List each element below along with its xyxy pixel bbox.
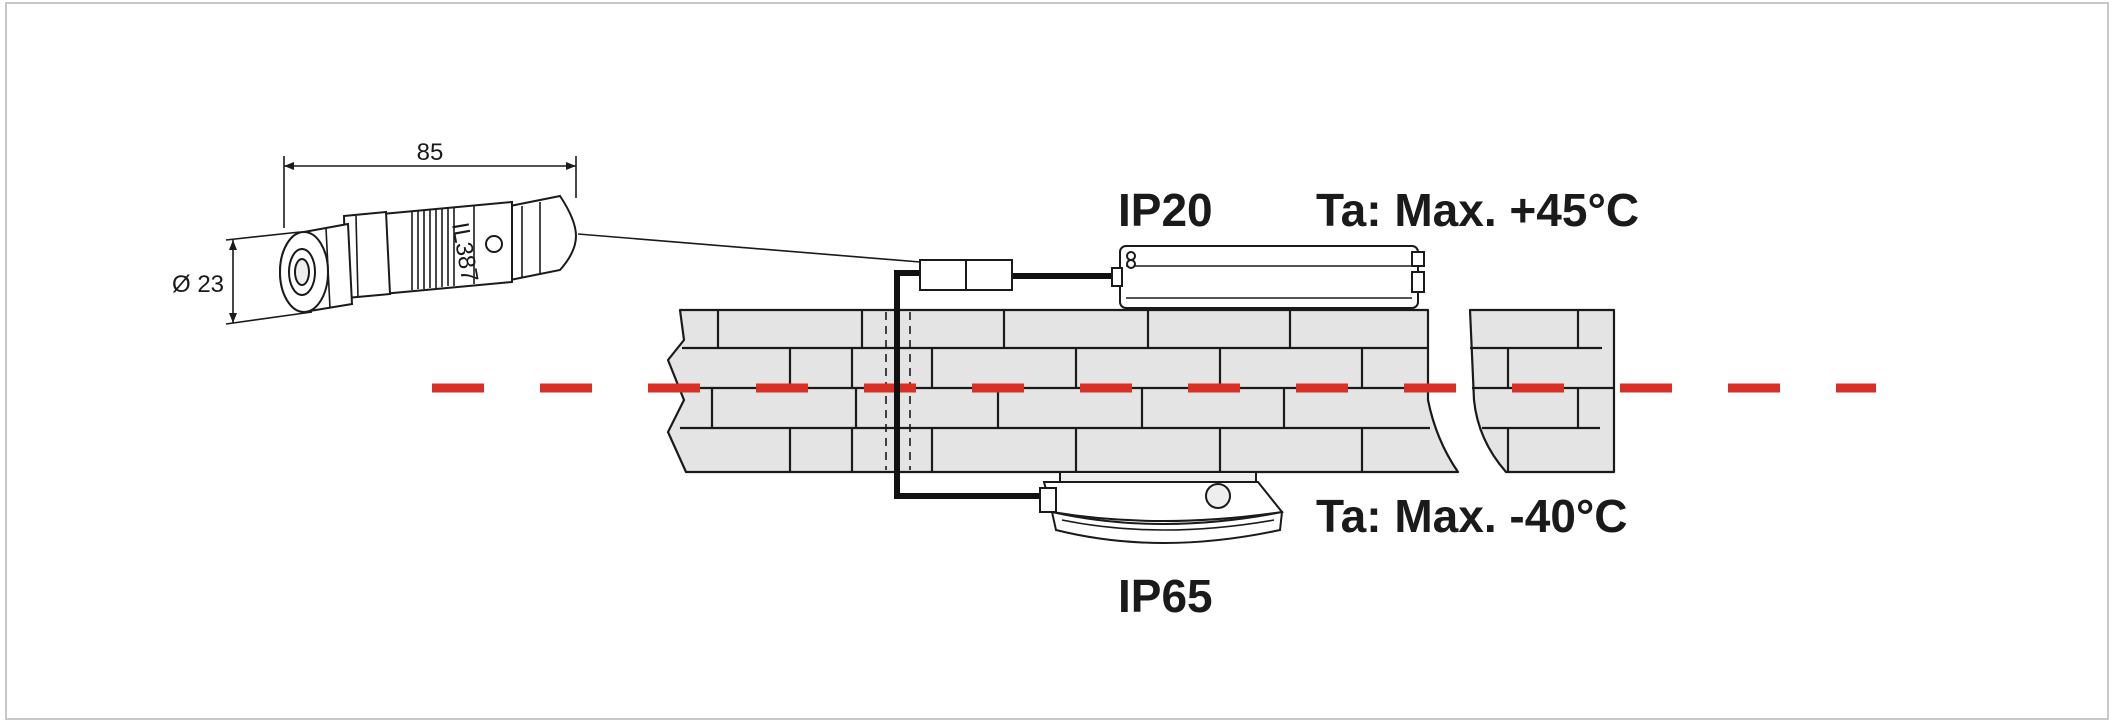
ip-outdoor-label: IP65 — [1118, 570, 1213, 622]
ip-indoor-label: IP20 — [1118, 184, 1213, 236]
dimension-diameter-label: Ø 23 — [172, 271, 224, 298]
temp-indoor-label: Ta: Max. +45°C — [1316, 184, 1639, 236]
inline-connector — [919, 259, 1013, 291]
knurl-pattern — [411, 208, 455, 290]
dimension-length: 85 — [283, 139, 577, 228]
frame-border — [5, 2, 2109, 720]
outdoor-housing-icon — [1039, 471, 1284, 544]
driver-box-icon — [1111, 245, 1425, 309]
temp-outdoor-label: Ta: Max. -40°C — [1316, 490, 1628, 542]
detail-leader-line — [577, 233, 921, 263]
connector-icon: IL387 — [279, 194, 578, 314]
dimension-diameter: Ø 23 — [172, 231, 313, 325]
dimension-length-label: 85 — [417, 139, 444, 166]
cable — [894, 270, 1120, 499]
